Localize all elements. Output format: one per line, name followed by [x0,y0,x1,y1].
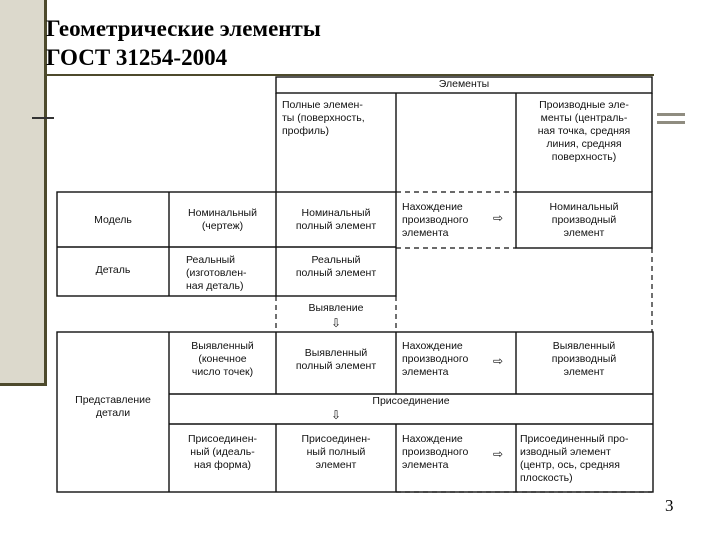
arrow-right-icon-2: ⇨ [493,354,504,368]
title-underline-rule [44,74,654,76]
slide-title: Геометрические элементы [46,16,321,41]
left-vertical-rule [44,0,47,385]
row-label-part: Деталь [95,264,131,276]
extracted-derived-element: Выявленный производный элемент [551,340,617,378]
associated-finding: Нахождение производного элемента [402,433,469,471]
arrow-down-icon: ⇩ [331,316,342,330]
detection-label: Выявление [308,302,364,314]
arrow-right-icon: ⇨ [493,211,504,225]
model-full-element: Номинальный полный элемент [295,207,377,232]
row-label-model: Модель [94,214,132,226]
part-kind: Реальный (изготовлен- ная деталь) [186,254,247,292]
diagram-grid [56,76,654,493]
model-kind: Номинальный (чертеж) [188,207,257,232]
right-dash-mark-2 [657,121,685,124]
slide-subtitle: ГОСТ 31254-2004 [46,45,228,70]
extracted-kind: Выявленный (конечное число точек) [191,340,254,378]
right-dash-mark [657,113,685,116]
extracted-finding: Нахождение производного элемента [402,340,469,378]
associated-derived-element: Присоединенный про- изводный элемент (це… [520,433,629,484]
page-number: 3 [665,496,674,515]
arrow-down-icon-2: ⇩ [331,408,342,422]
row-label-representation: Представление детали [75,394,151,419]
association-label: Присоединение [372,395,450,407]
full-elements-heading: Полные элемен- ты (поверхность, профиль) [282,99,365,137]
arrow-right-icon-3: ⇨ [493,447,504,461]
model-derived-element: Номинальный производный элемент [549,201,619,239]
associated-kind: Присоединен- ный (идеаль- ная форма) [188,433,257,471]
gost-elements-diagram: Элементы Полные элемен- ты (поверхность,… [56,74,654,494]
extracted-full-element: Выявленный полный элемент [295,347,377,372]
derived-elements-heading: Производные эле- менты (централь- ная то… [537,99,631,163]
header-elements: Элементы [438,78,490,90]
associated-full-element: Присоединен- ный полный элемент [301,433,371,471]
left-dash-mark [32,117,54,119]
left-bottom-rule [0,383,47,386]
left-decorative-bar [0,0,44,385]
part-full-element: Реальный полный элемент [295,254,377,279]
model-finding: Нахождение производного элемента [402,201,469,239]
